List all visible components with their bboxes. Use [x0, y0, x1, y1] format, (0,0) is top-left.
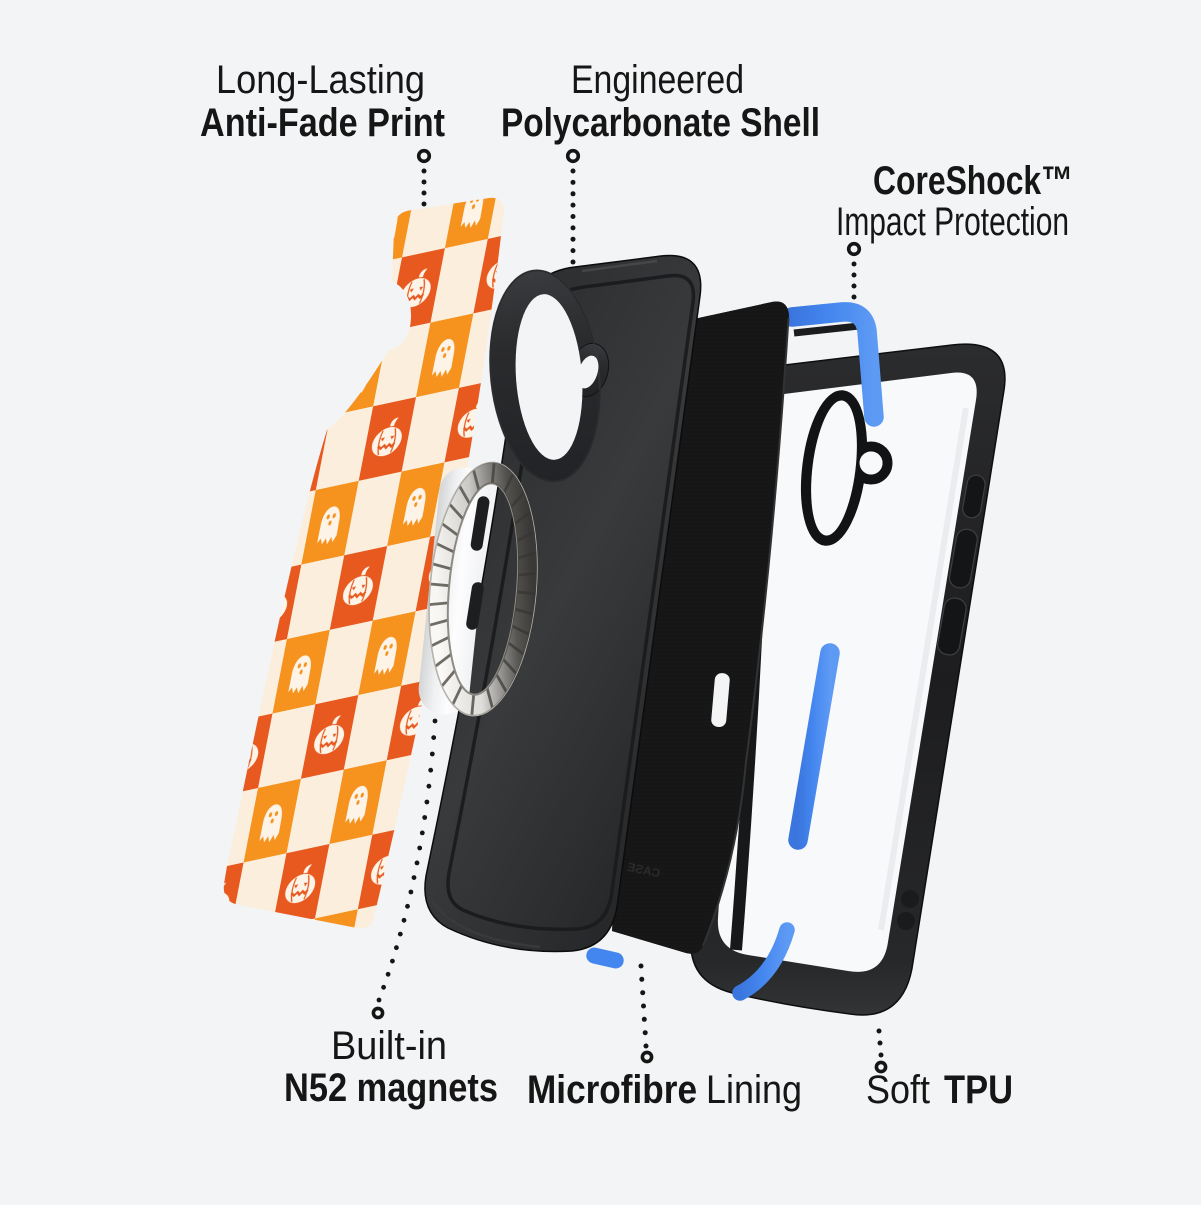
svg-text:Impact Protection: Impact Protection	[836, 200, 1069, 244]
svg-text:Engineered: Engineered	[571, 58, 744, 102]
svg-text:Lining: Lining	[706, 1068, 802, 1112]
svg-text:N52 magnets: N52 magnets	[284, 1066, 498, 1110]
svg-text:Polycarbonate Shell: Polycarbonate Shell	[501, 101, 820, 145]
svg-text:TPU: TPU	[944, 1068, 1013, 1112]
svg-text:Microfibre: Microfibre	[527, 1068, 697, 1112]
svg-text:CoreShock™: CoreShock™	[873, 159, 1073, 203]
svg-text:Anti-Fade Print: Anti-Fade Print	[200, 101, 445, 145]
svg-text:Soft: Soft	[866, 1068, 930, 1112]
svg-text:Built-in: Built-in	[331, 1024, 447, 1068]
svg-text:Long-Lasting: Long-Lasting	[216, 58, 425, 102]
svg-text:CASE: CASE	[626, 860, 662, 881]
